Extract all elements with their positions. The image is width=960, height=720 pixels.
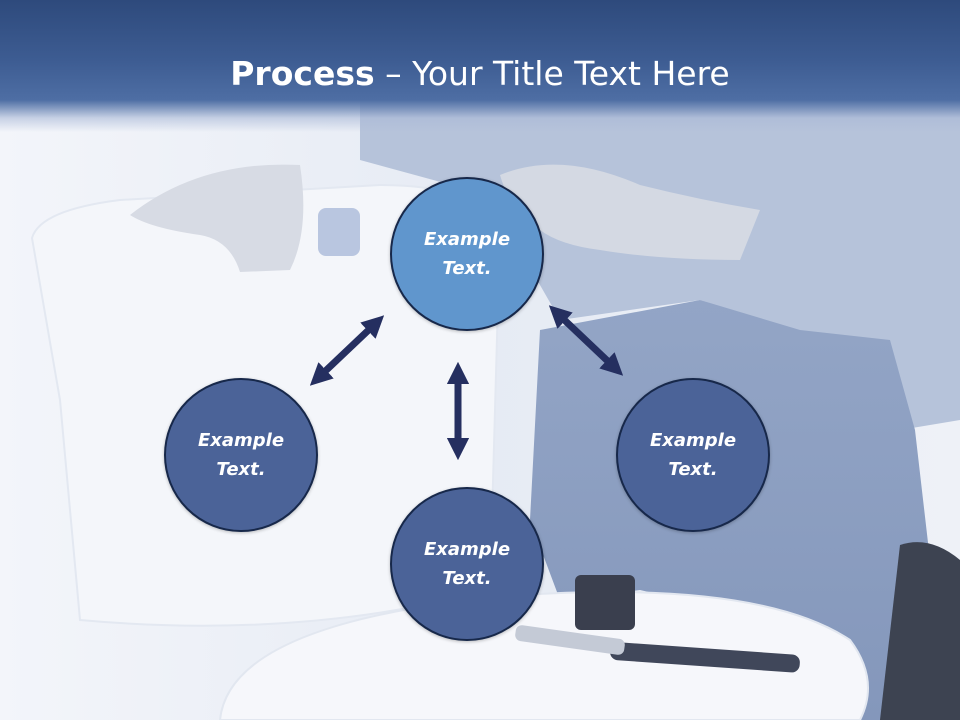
title-bar — [0, 0, 960, 132]
node-text: Example Text. — [424, 225, 510, 283]
process-node-left[interactable]: Example Text. — [164, 378, 318, 532]
process-node-top[interactable]: Example Text. — [390, 177, 544, 331]
title-bold: Process — [230, 54, 375, 93]
node-text-line2: Text. — [442, 568, 492, 589]
slide-title: Process – Your Title Text Here — [0, 52, 960, 96]
node-text: Example Text. — [198, 426, 284, 484]
node-text-line2: Text. — [668, 459, 718, 480]
process-node-right[interactable]: Example Text. — [616, 378, 770, 532]
node-text: Example Text. — [424, 535, 510, 593]
node-text-line1: Example — [197, 430, 285, 451]
node-text-line2: Text. — [442, 258, 492, 279]
node-text-line1: Example — [423, 229, 511, 250]
node-text: Example Text. — [650, 426, 736, 484]
node-text-line1: Example — [423, 539, 511, 560]
node-text-line1: Example — [649, 430, 737, 451]
process-node-bottom[interactable]: Example Text. — [390, 487, 544, 641]
node-text-line2: Text. — [216, 459, 266, 480]
title-rest: – Your Title Text Here — [374, 54, 730, 93]
